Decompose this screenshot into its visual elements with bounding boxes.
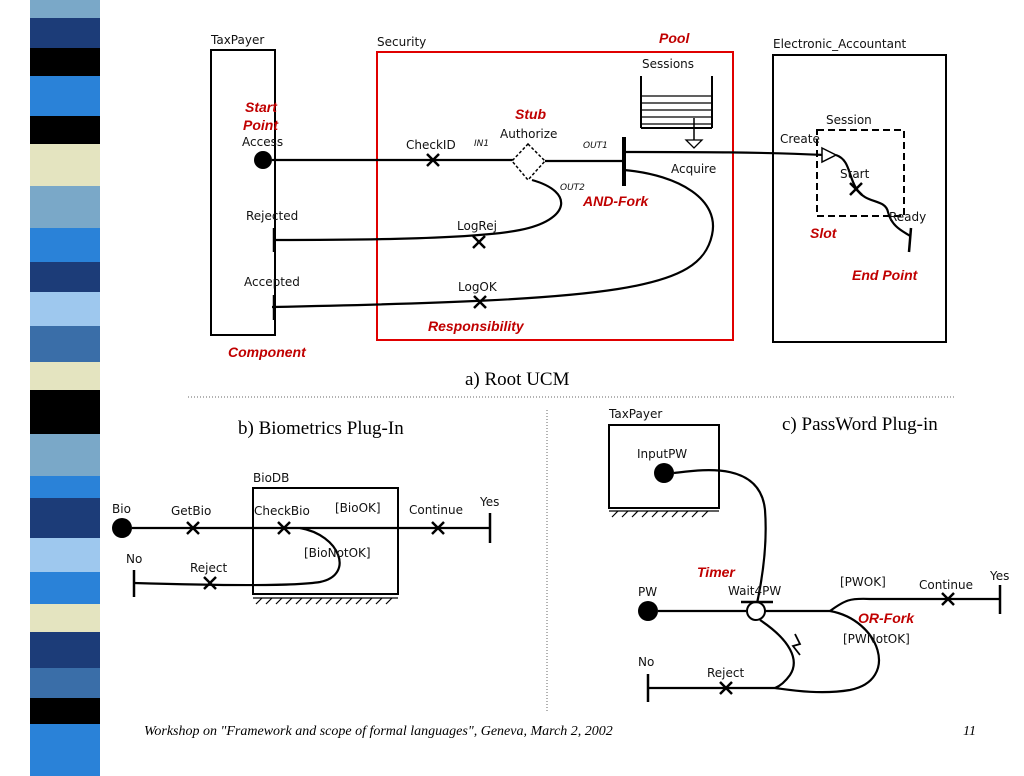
start-point-annotation-line2: Point — [243, 117, 279, 133]
session-label: Session — [826, 113, 872, 127]
create-label: Create — [780, 132, 820, 146]
logok-responsibility — [473, 295, 487, 309]
taxpayer-component — [210, 49, 276, 336]
accepted-label: Accepted — [244, 275, 300, 289]
bio-no-label: No — [126, 552, 142, 566]
acquire-label: Acquire — [671, 162, 716, 176]
end-point-annotation: End Point — [852, 267, 919, 283]
timer-annotation: Timer — [697, 564, 736, 580]
pool-annotation: Pool — [659, 30, 690, 46]
bionotok-label: [BioNotOK] — [304, 546, 371, 560]
access-label: Access — [242, 135, 283, 149]
pw-yes-label: Yes — [989, 569, 1009, 583]
start-responsibility — [849, 182, 863, 196]
responsibility-annotation: Responsibility — [428, 318, 525, 334]
session-slot — [816, 129, 905, 217]
pw-taxpayer-label: TaxPayer — [608, 407, 662, 421]
inputpw-label: InputPW — [637, 447, 687, 461]
footer-text: Workshop on "Framework and scope of form… — [144, 724, 613, 739]
bio-label: Bio — [112, 502, 131, 516]
start-label: Start — [840, 167, 870, 181]
logrej-label: LogRej — [457, 219, 497, 233]
rejected-label: Rejected — [246, 209, 298, 223]
bio-yes-label: Yes — [479, 495, 499, 509]
and-fork-annotation: AND-Fork — [582, 193, 650, 209]
logok-label: LogOK — [458, 280, 498, 294]
electronic-accountant-label: Electronic_Accountant — [773, 37, 907, 51]
authorize-label: Authorize — [500, 127, 557, 141]
bio-reject-responsibility — [203, 576, 217, 590]
slot-annotation: Slot — [810, 225, 838, 241]
biometrics-caption: b) Biometrics Plug-In — [238, 418, 404, 439]
in1-label: IN1 — [474, 139, 489, 149]
password-caption: c) PassWord Plug-in — [782, 414, 938, 435]
pw-reject-responsibility — [719, 681, 733, 695]
inputpw-path — [673, 469, 767, 609]
pw-no-label: No — [638, 655, 654, 669]
biodb-component — [252, 487, 399, 595]
pw-continue-responsibility — [941, 592, 955, 606]
checkid-label: CheckID — [406, 138, 456, 152]
pw-taxpayer-component — [608, 424, 720, 509]
wait4pw-timer — [746, 601, 766, 621]
biodb-hatching — [253, 597, 398, 605]
fork-to-create-path — [623, 150, 826, 157]
out2-to-rejected-path — [273, 178, 563, 242]
timeout-zigzag-icon — [791, 633, 802, 656]
pw-label: PW — [638, 585, 657, 599]
biook-label: [BioOK] — [335, 501, 381, 515]
pw-reject-label: Reject — [707, 666, 744, 680]
sessions-pool-icon — [640, 76, 713, 149]
access-start-point — [254, 151, 272, 169]
sessions-label: Sessions — [642, 57, 694, 71]
ready-end-bar — [907, 227, 913, 253]
timeout-path — [759, 619, 795, 690]
logrej-responsibility — [472, 235, 486, 249]
bio-reject-label: Reject — [190, 561, 227, 575]
or-fork-notok-path — [774, 609, 881, 694]
electronic-accountant-component — [772, 54, 947, 343]
bio-start-point — [112, 518, 132, 538]
checkbio-label: CheckBio — [254, 504, 310, 518]
biodb-label: BioDB — [253, 471, 289, 485]
out2-label: OUT2 — [560, 183, 585, 193]
pw-start-point — [638, 601, 658, 621]
ready-label: Ready — [889, 210, 926, 224]
create-arrow — [821, 146, 838, 164]
taxpayer-label: TaxPayer — [210, 33, 264, 47]
out1-label: OUT1 — [583, 141, 608, 151]
component-annotation: Component — [228, 344, 307, 360]
pw-taxpayer-hatching — [609, 510, 719, 518]
pw-continue-label: Continue — [919, 578, 973, 592]
session-internal-path — [835, 153, 911, 237]
pwok-label: [PWOK] — [840, 575, 886, 589]
page-number: 11 — [963, 724, 976, 739]
start-point-annotation-line1: Start — [245, 99, 278, 115]
decorative-side-strip — [30, 0, 100, 776]
bio-continue-responsibility — [431, 521, 445, 535]
bio-continue-label: Continue — [409, 503, 463, 517]
or-fork-ok-path — [829, 597, 1000, 612]
stub-annotation: Stub — [515, 106, 547, 122]
getbio-label: GetBio — [171, 504, 211, 518]
wait4pw-label: Wait4PW — [728, 584, 781, 598]
root-ucm-caption: a) Root UCM — [465, 369, 570, 390]
getbio-responsibility — [186, 521, 200, 535]
checkid-responsibility — [426, 153, 440, 167]
authorize-stub — [510, 142, 547, 182]
or-fork-annotation: OR-Fork — [858, 610, 915, 626]
checkbio-responsibility — [277, 521, 291, 535]
security-pool — [376, 51, 734, 341]
inputpw-start-point — [654, 463, 674, 483]
bio-notok-path — [133, 526, 341, 587]
pwnotok-label: [PWNotOK] — [843, 632, 910, 646]
security-label: Security — [377, 35, 426, 49]
